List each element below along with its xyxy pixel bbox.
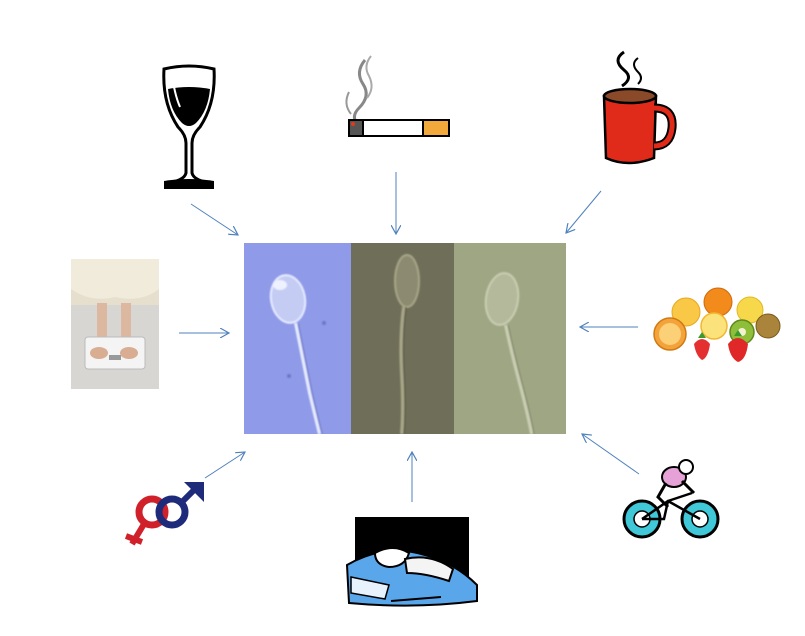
fruit-icon	[653, 287, 781, 362]
sperm-cell-dark	[394, 254, 420, 434]
wine-glass-icon	[162, 64, 216, 189]
coffee-mug-icon	[602, 50, 677, 165]
cyclist-icon	[622, 459, 720, 539]
arrow-from-wine	[190, 203, 238, 235]
arrow-from-coffee	[566, 190, 602, 233]
arrow-from-cyclist	[582, 434, 640, 475]
cigarette-icon	[345, 55, 450, 137]
sperm-cell-blue	[269, 274, 326, 434]
arrow-from-gender	[204, 452, 245, 479]
sperm-cell-green	[484, 272, 535, 434]
sperm-microscopy-image	[244, 243, 566, 434]
weight-scale-icon	[71, 259, 159, 389]
sleeping-person-icon	[345, 517, 478, 607]
gender-symbols-icon	[124, 482, 204, 546]
